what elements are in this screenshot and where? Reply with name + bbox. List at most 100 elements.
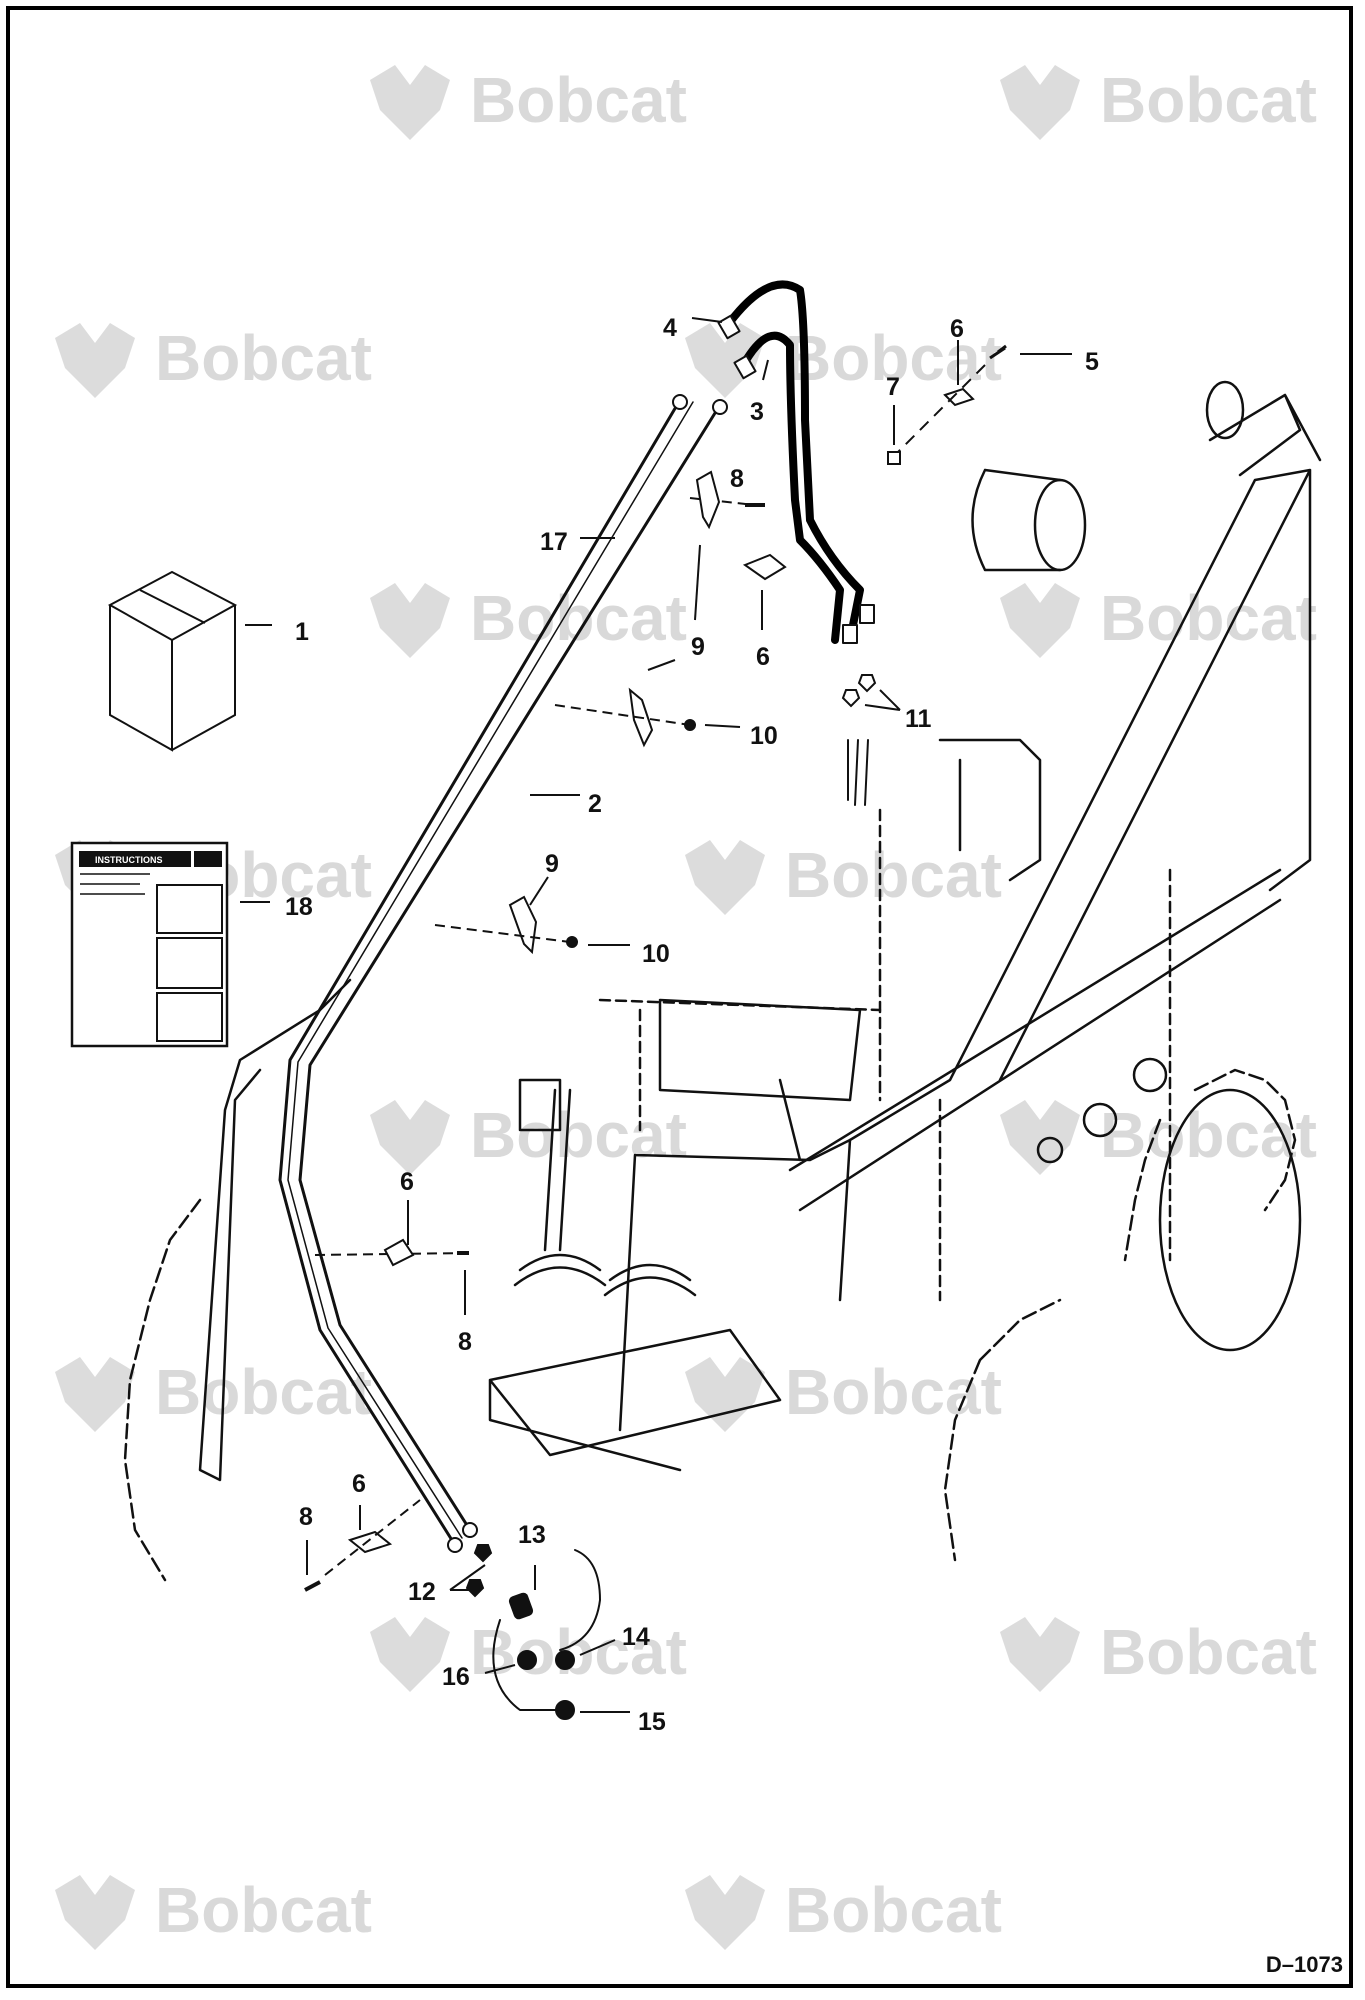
- fitting-12-b: [465, 1579, 485, 1598]
- instruction-sheet-title: INSTRUCTIONS: [95, 855, 163, 865]
- bracket: [518, 1078, 562, 1132]
- dash-axis-5-7: [894, 364, 986, 456]
- tube-end: [672, 394, 688, 410]
- cross-tube: [788, 868, 1282, 1212]
- callout-17: 17: [540, 528, 568, 556]
- tube-end: [462, 1522, 478, 1538]
- leader-3: [762, 359, 769, 381]
- tank: [971, 468, 1062, 572]
- frame-upright: [878, 808, 1172, 1302]
- steel-tube-inner: [287, 401, 694, 1539]
- watermark-8: Bobcat: [685, 839, 1002, 915]
- watermark-6: Bobcat: [1000, 582, 1317, 658]
- watermark-16: Bobcat: [685, 1874, 1002, 1950]
- clamp-6-mid: [383, 1238, 415, 1267]
- callout-13: 13: [518, 1521, 546, 1549]
- callout-5: 5: [1085, 348, 1099, 376]
- coupler-hose: [559, 1549, 601, 1651]
- watermark-1: Bobcat: [370, 64, 687, 140]
- hub-bolt: [1132, 1057, 1168, 1093]
- watermark-3: Bobcat: [55, 322, 372, 398]
- watermark-4: Bobcat: [685, 322, 1002, 398]
- loader-body: [123, 380, 1322, 1582]
- coupler-15: [555, 1700, 575, 1720]
- watermark-12: Bobcat: [685, 1356, 1002, 1432]
- callout-4: 4: [663, 314, 677, 342]
- drawing-number: D–1073: [1265, 1952, 1343, 1977]
- steering-column: [543, 1088, 572, 1252]
- hose-3: [741, 331, 844, 644]
- watermark-11: Bobcat: [55, 1356, 372, 1432]
- watermark-text: Bobcat: [1100, 64, 1317, 136]
- lift-eye: [1205, 380, 1245, 440]
- leader-12: [449, 1564, 486, 1591]
- tire-left-tread: [123, 1198, 202, 1582]
- callout-1: 1: [295, 618, 309, 646]
- leader-9-upper-a: [694, 544, 701, 621]
- callout-18: 18: [285, 893, 313, 921]
- callout-6-middle: 6: [756, 643, 770, 671]
- coupler-16: [517, 1650, 537, 1670]
- watermark-text: Bobcat: [470, 64, 687, 136]
- callout-9-lower: 9: [545, 850, 559, 878]
- callout-8-mid: 8: [458, 1328, 472, 1356]
- watermark-text: Bobcat: [1100, 1099, 1317, 1171]
- nut-10-lower: [566, 936, 578, 948]
- tube-end: [712, 399, 728, 415]
- callout-6-mid: 6: [400, 1168, 414, 1196]
- fitting-7: [887, 451, 901, 465]
- watermark-text: Bobcat: [470, 1616, 687, 1688]
- floor-plate: [488, 1328, 782, 1472]
- fitting-11-b: [857, 674, 877, 693]
- steel-tube-outer: [278, 398, 682, 1547]
- clamp-9-upper: [695, 470, 721, 530]
- watermark-text: Bobcat: [155, 1874, 372, 1946]
- callout-8-bottom: 8: [299, 1503, 313, 1531]
- tire-right-tread: [943, 1068, 1297, 1562]
- leader-9-lower: [529, 876, 549, 906]
- hose-fitting: [733, 354, 757, 380]
- dash-axis-9-10-lower: [434, 924, 571, 943]
- watermark-text: Bobcat: [1100, 1616, 1317, 1688]
- tire-right: [1158, 1088, 1302, 1352]
- bolt-8-bottom: [304, 1580, 321, 1592]
- watermark-text: Bobcat: [785, 1356, 1002, 1428]
- watermark-10: Bobcat: [1000, 1099, 1317, 1175]
- callout-12: 12: [408, 1578, 436, 1606]
- watermark-text: Bobcat: [155, 1356, 372, 1428]
- frame-dashed: [598, 998, 882, 1132]
- watermark-layer: Bobcat Bobcat Bobcat Bobcat Bobcat Bobca…: [55, 64, 1317, 1950]
- dash-axis-6-8-mid: [314, 1252, 471, 1256]
- leader-16: [484, 1664, 516, 1674]
- leader-4: [691, 317, 723, 323]
- watermark-14: Bobcat: [1000, 1616, 1317, 1692]
- steel-tube-outer: [298, 403, 722, 1532]
- leader-9-middle: [647, 659, 676, 671]
- callout-3: 3: [750, 398, 764, 426]
- watermark-text: Bobcat: [785, 322, 1002, 394]
- callout-7: 7: [886, 373, 900, 401]
- leader-14: [579, 1639, 616, 1656]
- seat-outline: [658, 998, 862, 1102]
- clamp-6-middle: [742, 553, 787, 581]
- watermark-5: Bobcat: [370, 582, 687, 658]
- pedal-left: [513, 1253, 607, 1287]
- callout-6-bottom: 6: [352, 1470, 366, 1498]
- hydraulic-lines: [278, 280, 875, 1711]
- callout-10-lower: 10: [642, 940, 670, 968]
- dash-axis-6-8-bottom: [324, 1499, 421, 1576]
- hose-4: [726, 280, 864, 644]
- clamp-6-bottom: [347, 1530, 393, 1554]
- watermark-text: Bobcat: [470, 1099, 687, 1171]
- watermark-text: Bobcat: [155, 322, 372, 394]
- parts: [70, 317, 1072, 1720]
- callout-16: 16: [442, 1663, 470, 1691]
- tank-end: [1033, 478, 1087, 572]
- watermark-text: Bobcat: [785, 839, 1002, 911]
- hub-bolt: [1036, 1136, 1064, 1164]
- watermark-text: Bobcat: [1100, 582, 1317, 654]
- pedal-right: [603, 1263, 697, 1297]
- clamp-6-top: [943, 387, 975, 407]
- dash-axis-9-10-middle: [554, 704, 691, 726]
